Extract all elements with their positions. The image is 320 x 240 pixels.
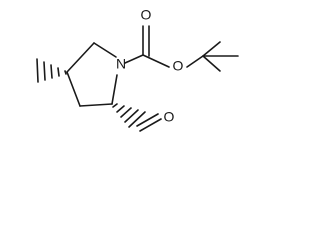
- structure-canvas: N O O O: [0, 0, 249, 140]
- carbonyl-oxygen-label: O: [141, 7, 152, 23]
- bond-c5-c4: [66, 42, 95, 73]
- bond-aldehyde-c-o-double-2: [139, 118, 162, 132]
- aldehyde-hashed-wedge: [112, 103, 146, 128]
- ring-nitrogen-label: N: [116, 56, 126, 72]
- bond-ester-o-quaternary-c: [186, 55, 204, 68]
- bond-n-carbonyl-c: [124, 54, 144, 64]
- bond-quaternary-c-methyl-down: [202, 55, 221, 72]
- ester-oxygen-label: O: [173, 58, 184, 74]
- bond-carbonyl-c-ester-o: [142, 54, 170, 68]
- bond-c2-n: [111, 74, 118, 105]
- aldehyde-oxygen-label: O: [164, 109, 175, 125]
- bond-aldehyde-c-o-double-1: [136, 113, 159, 127]
- bond-quaternary-c-methyl-up: [202, 41, 221, 57]
- bond-n-c5: [93, 42, 117, 58]
- bond-c3-c2: [79, 103, 113, 107]
- molecule-drawing: N O O O: [36, 7, 239, 132]
- bond-c4-c3: [66, 71, 81, 107]
- methyl-hashed-wedge: [36, 58, 67, 83]
